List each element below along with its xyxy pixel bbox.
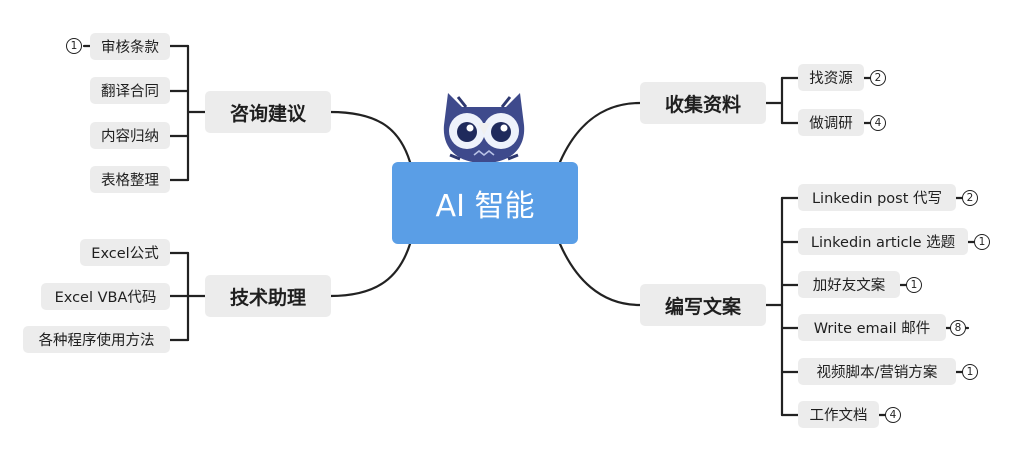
leaf-tech-3: 各种程序使用方法	[23, 326, 170, 353]
owl-mascot-icon	[443, 93, 525, 163]
leaf-collect-2: 做调研	[798, 109, 864, 136]
leaf-collect-1: 找资源	[798, 64, 864, 91]
leaf-consult-4: 表格整理	[90, 166, 170, 193]
badge-count: 4	[885, 407, 901, 423]
leaf-consult-1: 审核条款	[90, 33, 170, 60]
leaf-consult-3: 内容归纳	[90, 122, 170, 149]
badge-count: 1	[906, 277, 922, 293]
badge-count: 1	[66, 38, 82, 54]
branch-consult: 咨询建议	[205, 91, 331, 133]
central-node: AI 智能	[392, 162, 578, 244]
badge-count: 2	[962, 190, 978, 206]
leaf-consult-2: 翻译合同	[90, 77, 170, 104]
badge-count: 4	[870, 115, 886, 131]
branch-collect: 收集资料	[640, 82, 766, 124]
leaf-write-2: Linkedin article 选题	[798, 228, 968, 255]
leaf-write-3: 加好友文案	[798, 271, 900, 298]
badge-count: 8	[950, 320, 966, 336]
badge-count: 1	[962, 364, 978, 380]
leaf-write-4: Write email 邮件	[798, 314, 946, 341]
leaf-tech-2: Excel VBA代码	[41, 283, 170, 310]
branch-tech: 技术助理	[205, 275, 331, 317]
leaf-write-6: 工作文档	[798, 401, 879, 428]
leaf-write-1: Linkedin post 代写	[798, 184, 956, 211]
leaf-write-5: 视频脚本/营销方案	[798, 358, 956, 385]
leaf-tech-1: Excel公式	[80, 239, 170, 266]
branch-write: 编写文案	[640, 284, 766, 326]
badge-count: 2	[870, 70, 886, 86]
badge-count: 1	[974, 234, 990, 250]
